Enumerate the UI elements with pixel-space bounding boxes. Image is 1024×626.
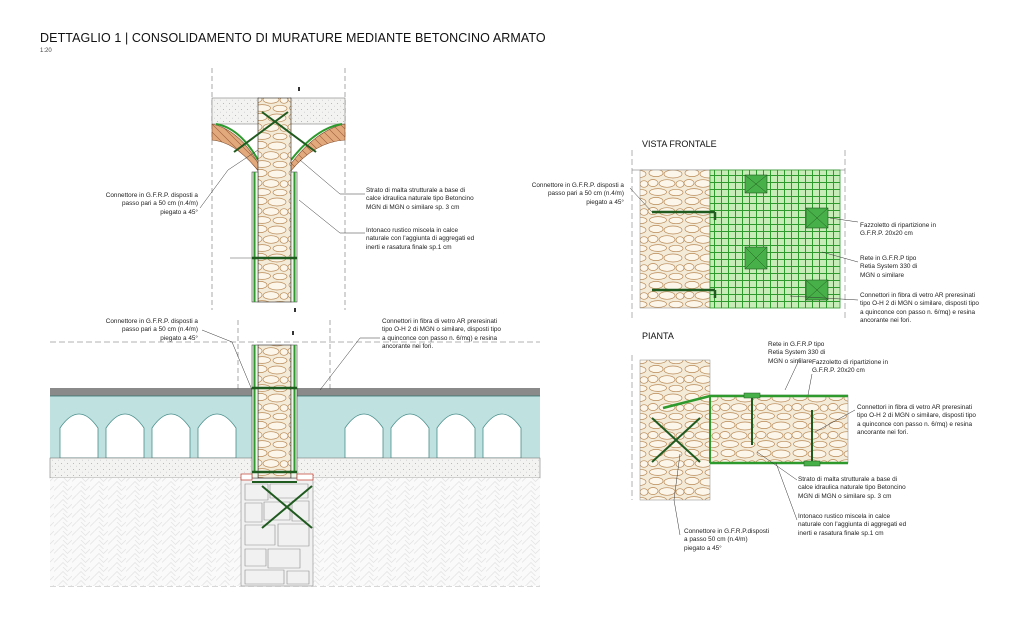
note-section-connector: Connettore in G.F.R.P. disposti a passo … bbox=[105, 192, 198, 216]
floor-section bbox=[49, 320, 541, 587]
note-plan-mesh: Rete in G.F.R.P tipo Retia System 330 di… bbox=[768, 341, 826, 365]
note-front-connector: Connettore in G.F.R.P. disposti a passo … bbox=[531, 182, 624, 206]
note-front-fiber: Connettori in fibra di vetro AR preresin… bbox=[860, 292, 979, 324]
note-floor-connector: Connettore in G.F.R.P. disposti a passo … bbox=[105, 318, 198, 342]
drawing-title: DETTAGLIO 1 | CONSOLIDAMENTO DI MURATURE… bbox=[40, 31, 546, 45]
note-plan-plaster: Intonaco rustico miscela in calce natura… bbox=[798, 513, 907, 537]
vault-arches-right bbox=[344, 413, 522, 459]
note-plan-gusset: Fazzoletto di ripartizione in G.F.R.P. 2… bbox=[812, 359, 889, 375]
wall-section-upper bbox=[211, 68, 346, 310]
front-view-drawing bbox=[631, 150, 846, 320]
vault-arches-left bbox=[59, 413, 237, 459]
plan-drawing bbox=[631, 355, 849, 501]
note-plan-mortar: Strato di malta strutturale a base di ca… bbox=[798, 476, 906, 500]
section-label-front-view: VISTA FRONTALE bbox=[642, 139, 717, 149]
note-front-gusset: Fazzoletto di ripartizione in G.F.R.P. 2… bbox=[860, 222, 937, 238]
foundation-stones bbox=[244, 483, 310, 585]
leader-lines bbox=[199, 149, 859, 536]
section-marker bbox=[292, 87, 300, 335]
drawing-scale: 1:20 bbox=[40, 48, 52, 54]
note-section-mortar: Strato di malta strutturale a base di ca… bbox=[366, 187, 474, 211]
note-plan-fiber: Connettori in fibra di vetro AR preresin… bbox=[857, 404, 976, 436]
note-plan-connector: Connettore in G.F.R.P.disposti a passo 5… bbox=[684, 528, 770, 552]
note-section-plaster: Intonaco rustico miscela in calce natura… bbox=[366, 227, 475, 251]
section-label-plan: PIANTA bbox=[642, 331, 674, 341]
note-front-mesh: Rete in G.F.R.P tipo Retia System 330 di… bbox=[860, 255, 918, 279]
note-floor-fiber: Connettori in fibra di vetro AR preresin… bbox=[382, 318, 501, 350]
